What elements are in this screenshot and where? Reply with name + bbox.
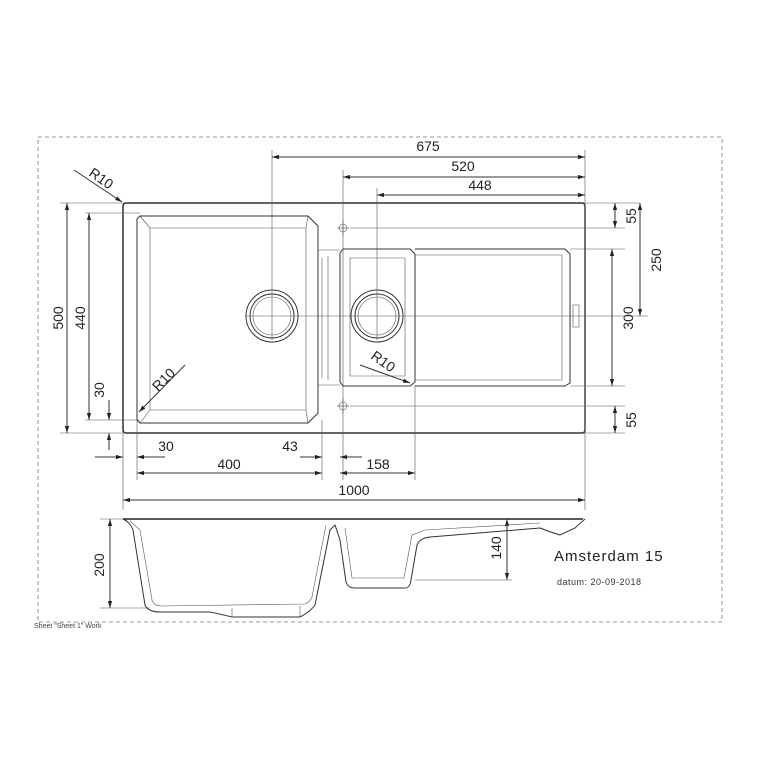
dim-43: 43: [282, 438, 298, 454]
dim-200: 200: [91, 553, 107, 577]
dim-250: 250: [648, 248, 664, 272]
drainboard: [415, 248, 580, 387]
large-bowl: [136, 215, 340, 424]
sink-outline: [122, 202, 586, 434]
sheet-border: [37, 136, 723, 623]
dim-r10-bowl: R10: [149, 364, 179, 394]
sheet-label: Sheet "Sheet 1" Work: [34, 623, 102, 630]
dim-30-bottom: 30: [158, 438, 174, 454]
dim-r10-small-bowl: R10: [368, 347, 398, 375]
dim-300: 300: [620, 306, 636, 330]
dim-1000: 1000: [338, 482, 369, 498]
dim-400: 400: [217, 456, 241, 472]
side-view: [100, 518, 586, 618]
drawing-date: datum: 20-09-2018: [557, 577, 642, 587]
dim-675: 675: [416, 138, 440, 154]
dim-140: 140: [488, 536, 504, 560]
dim-448: 448: [468, 177, 492, 193]
dim-440: 440: [72, 306, 88, 330]
dim-30-left: 30: [91, 382, 107, 398]
small-bowl: [339, 248, 416, 387]
drawing-title: Amsterdam 15: [554, 548, 664, 565]
dim-55-bottom: 55: [623, 412, 639, 428]
dim-55-top: 55: [623, 208, 639, 224]
dim-158: 158: [366, 456, 390, 472]
dim-500: 500: [50, 306, 66, 330]
top-view: [60, 150, 648, 510]
dimension-lines: [64, 154, 643, 608]
dim-520: 520: [451, 158, 475, 174]
